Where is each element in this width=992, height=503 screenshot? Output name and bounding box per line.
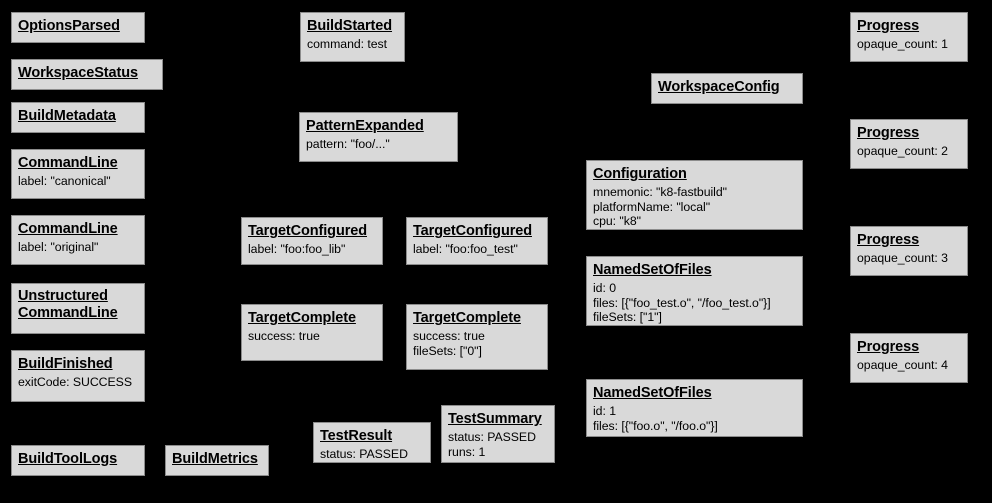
node-title: BuildMetadata (18, 108, 116, 124)
node-property: fileSets: ["1"] (593, 310, 662, 325)
node-title: BuildMetrics (172, 451, 258, 467)
node-title: Progress (857, 232, 920, 248)
node-title: Progress (857, 125, 920, 141)
node-property: fileSets: ["0"] (413, 343, 482, 358)
node-property: pattern: "foo/..." (306, 137, 390, 152)
node-test-result[interactable]: TestResult status: PASSED (313, 422, 431, 463)
node-title: TargetComplete (248, 310, 356, 326)
node-property: success: true (248, 329, 320, 344)
node-configuration[interactable]: Configuration mnemonic: "k8-fastbuild"pla… (586, 160, 803, 230)
node-properties: status: PASSED (320, 447, 424, 462)
node-progress-3[interactable]: Progress opaque_count: 3 (850, 226, 968, 276)
node-build-started[interactable]: BuildStarted command: test (300, 12, 405, 62)
node-progress-2[interactable]: Progress opaque_count: 2 (850, 119, 968, 169)
node-title: Configuration (593, 166, 687, 182)
node-target-complete-lib[interactable]: TargetComplete success: true (241, 304, 383, 361)
node-workspace-status[interactable]: WorkspaceStatus (11, 59, 163, 90)
node-properties: success: true (248, 329, 376, 344)
node-property: exitCode: SUCCESS (18, 375, 132, 390)
node-title: BuildToolLogs (18, 451, 118, 467)
node-title: NamedSetOfFiles (593, 385, 712, 401)
node-property: label: "foo:foo_lib" (248, 242, 346, 257)
node-property: success: true (413, 329, 485, 344)
node-title: TestResult (320, 428, 393, 444)
node-progress-4[interactable]: Progress opaque_count: 4 (850, 333, 968, 383)
node-title: BuildStarted (307, 18, 393, 34)
node-properties: opaque_count: 4 (857, 358, 961, 373)
node-target-configured-foo-test[interactable]: TargetConfigured label: "foo:foo_test" (406, 217, 548, 265)
node-title: NamedSetOfFiles (593, 262, 712, 278)
node-title: PatternExpanded (306, 118, 424, 134)
node-properties: pattern: "foo/..." (306, 137, 451, 152)
node-title: WorkspaceConfig (658, 79, 780, 95)
node-title: TargetConfigured (413, 223, 532, 239)
node-build-metadata[interactable]: BuildMetadata (11, 102, 145, 133)
node-title: OptionsParsed (18, 18, 120, 34)
node-title: CommandLine (18, 221, 118, 237)
node-title: CommandLine (18, 155, 118, 171)
node-properties: command: test (307, 37, 398, 52)
node-property: opaque_count: 1 (857, 37, 948, 52)
node-target-configured-foo-lib[interactable]: TargetConfigured label: "foo:foo_lib" (241, 217, 383, 265)
node-options-parsed[interactable]: OptionsParsed (11, 12, 145, 43)
node-properties: label: "original" (18, 240, 138, 255)
node-property: mnemonic: "k8-fastbuild" (593, 185, 727, 200)
node-property: label: "original" (18, 240, 99, 255)
node-property: status: PASSED (448, 430, 536, 445)
node-property: files: [{"foo_test.o", "/foo_test.o"}] (593, 295, 771, 310)
node-property: cpu: "k8" (593, 214, 641, 229)
node-workspace-config[interactable]: WorkspaceConfig (651, 73, 803, 104)
node-build-metrics[interactable]: BuildMetrics (165, 445, 269, 476)
node-properties: opaque_count: 3 (857, 251, 961, 266)
node-command-line-canonical[interactable]: CommandLine label: "canonical" (11, 149, 145, 199)
node-property: opaque_count: 4 (857, 358, 948, 373)
node-pattern-expanded[interactable]: PatternExpanded pattern: "foo/..." (299, 112, 458, 162)
node-command-line-original[interactable]: CommandLine label: "original" (11, 215, 145, 265)
node-properties: label: "canonical" (18, 174, 138, 189)
node-unstructured-command-line[interactable]: Unstructured CommandLine (11, 283, 145, 334)
node-title: TargetComplete (413, 310, 521, 326)
node-properties: opaque_count: 2 (857, 144, 961, 159)
node-property: platformName: "local" (593, 199, 711, 214)
node-property: files: [{"foo.o", "/foo.o"}] (593, 418, 718, 433)
node-properties: opaque_count: 1 (857, 37, 961, 52)
node-property: command: test (307, 37, 387, 52)
node-build-finished[interactable]: BuildFinished exitCode: SUCCESS (11, 350, 145, 402)
node-properties: exitCode: SUCCESS (18, 375, 138, 390)
node-title: BuildFinished (18, 356, 113, 372)
node-progress-1[interactable]: Progress opaque_count: 1 (850, 12, 968, 62)
node-title: Progress (857, 339, 920, 355)
node-property: status: PASSED (320, 447, 408, 462)
node-title: WorkspaceStatus (18, 65, 138, 81)
node-property: label: "canonical" (18, 174, 111, 189)
node-title: Progress (857, 18, 920, 34)
node-properties: label: "foo:foo_lib" (248, 242, 376, 257)
node-build-tool-logs[interactable]: BuildToolLogs (11, 445, 145, 476)
node-property: id: 1 (593, 404, 616, 419)
node-property: runs: 1 (448, 444, 486, 459)
node-property: opaque_count: 2 (857, 144, 948, 159)
node-property: label: "foo:foo_test" (413, 242, 518, 257)
node-property: opaque_count: 3 (857, 251, 948, 266)
node-title: TestSummary (448, 411, 542, 427)
node-properties: label: "foo:foo_test" (413, 242, 541, 257)
node-title: Unstructured CommandLine (18, 288, 118, 322)
node-property: id: 0 (593, 281, 616, 296)
node-title: TargetConfigured (248, 223, 367, 239)
node-properties: mnemonic: "k8-fastbuild"platformName: "l… (593, 185, 796, 229)
